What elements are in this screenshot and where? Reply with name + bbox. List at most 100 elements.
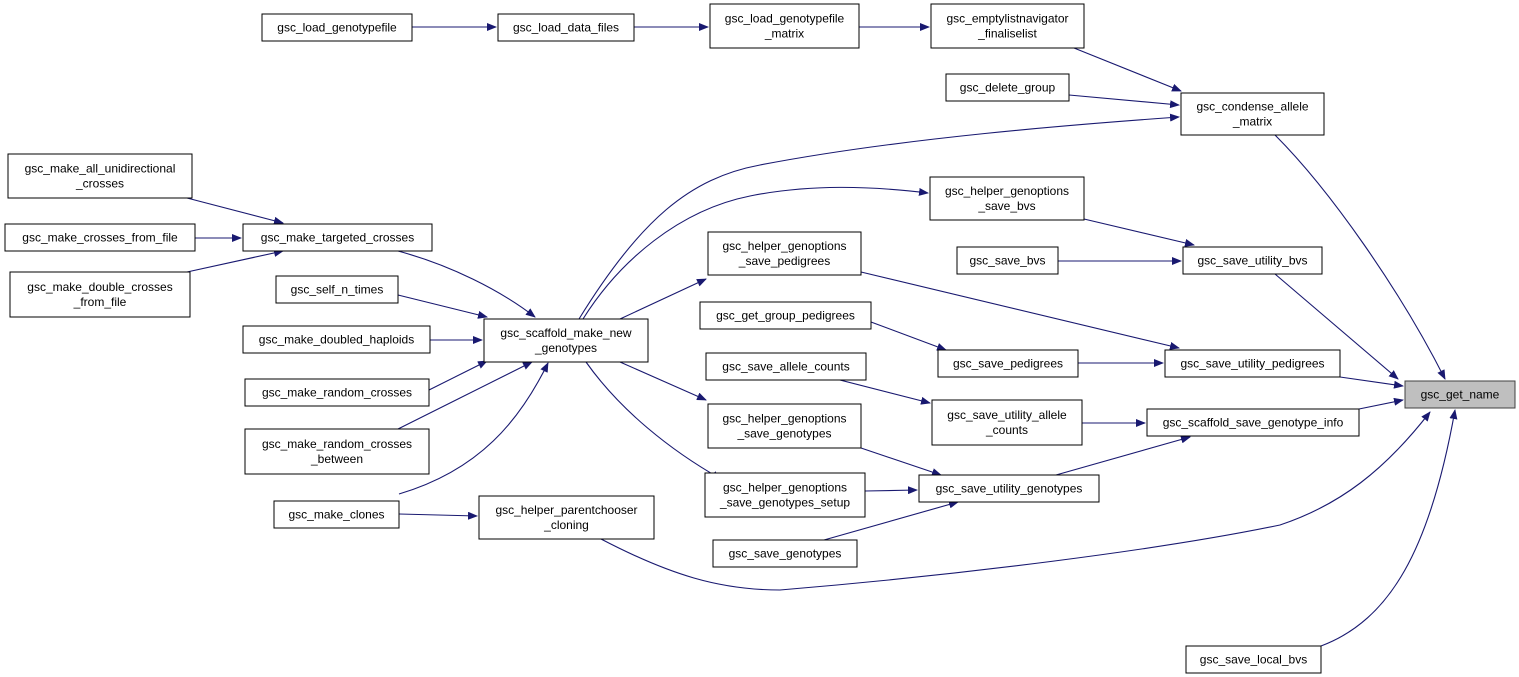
- edge-n4-to-n6: [1073, 47, 1182, 92]
- node-gsc-get-group-pedigrees[interactable]: gsc_get_group_pedigrees: [699, 301, 872, 330]
- node-label-line: _save_genotypes_setup: [719, 496, 850, 510]
- node-box: [275, 275, 399, 304]
- node-label-line: gsc_scaffold_save_genotype_info: [1163, 416, 1344, 430]
- edge-n15-to-n17: [397, 294, 488, 319]
- node-label-line: gsc_make_targeted_crosses: [261, 231, 414, 245]
- node-gsc-make-random-crosses-between[interactable]: gsc_make_random_crosses_between: [244, 428, 430, 475]
- node-gsc-save-pedigrees[interactable]: gsc_save_pedigrees: [937, 349, 1079, 378]
- node-label-line: _genotypes: [534, 341, 597, 355]
- node-label-line: gsc_save_utility_allele: [947, 408, 1067, 422]
- node-gsc-save-genotypes[interactable]: gsc_save_genotypes: [712, 539, 858, 568]
- node-gsc-helper-genoptions-save-bvs[interactable]: gsc_helper_genoptions_save_bvs: [929, 176, 1085, 221]
- edge-n33-to-n23: [1320, 409, 1458, 647]
- node-gsc-helper-genoptions-save-genotypes-setup[interactable]: gsc_helper_genoptions_save_genotypes_set…: [704, 472, 866, 518]
- node-label-line: gsc_delete_group: [960, 81, 1056, 95]
- node-label-line: _finaliselist: [977, 27, 1037, 41]
- edges: [186, 23, 1458, 647]
- edge-n14-to-n23: [1274, 273, 1399, 380]
- edge-n7-to-n9: [186, 197, 284, 225]
- edge-n28-to-n29: [864, 486, 918, 495]
- node-gsc-condense-allele-matrix[interactable]: gsc_condense_allele_matrix: [1180, 92, 1325, 136]
- node-label-line: gsc_save_local_bvs: [1200, 653, 1307, 667]
- node-gsc-scaffold-make-new-genotypes[interactable]: gsc_scaffold_make_new_genotypes: [483, 318, 649, 363]
- node-gsc-delete-group[interactable]: gsc_delete_group: [945, 73, 1070, 102]
- node-gsc-make-doubled-haploids[interactable]: gsc_make_doubled_haploids: [242, 325, 431, 354]
- edge-n17-to-n11: [582, 186, 929, 320]
- node-label-line: gsc_make_double_crosses: [27, 280, 172, 294]
- node-label-line: _save_genotypes: [736, 427, 831, 441]
- node-gsc-save-allele-counts[interactable]: gsc_save_allele_counts: [705, 352, 867, 381]
- node-gsc-scaffold-save-genotype-info[interactable]: gsc_scaffold_save_genotype_info: [1146, 408, 1360, 437]
- node-gsc-make-clones[interactable]: gsc_make_clones: [273, 500, 400, 529]
- edge-n30-to-n17: [398, 362, 549, 495]
- node-label-line: gsc_make_random_crosses: [262, 386, 412, 400]
- node-box: [7, 153, 193, 199]
- node-gsc-make-crosses-from-file[interactable]: gsc_make_crosses_from_file: [4, 223, 196, 252]
- node-box: [1164, 349, 1341, 378]
- node-label-line: _crosses: [75, 177, 124, 191]
- node-label-line: gsc_emptylistnavigator: [946, 12, 1068, 26]
- node-label-line: _counts: [985, 423, 1028, 437]
- edge-n27-to-n17: [397, 361, 533, 430]
- node-label-line: gsc_save_genotypes: [729, 547, 842, 561]
- edge-n21-to-n25: [835, 378, 931, 405]
- node-gsc-helper-genoptions-save-pedigrees[interactable]: gsc_helper_genoptions_save_pedigrees: [707, 231, 862, 276]
- edge-n30-to-n31: [398, 511, 478, 520]
- node-box: [1182, 246, 1323, 275]
- node-box: [929, 176, 1085, 221]
- node-gsc-make-double-crosses-from-file[interactable]: gsc_make_double_crosses_from_file: [9, 271, 191, 318]
- node-label-line: _save_bvs: [977, 199, 1035, 213]
- node-box: [4, 223, 196, 252]
- node-gsc-save-utility-pedigrees[interactable]: gsc_save_utility_pedigrees: [1164, 349, 1341, 378]
- node-box: [931, 399, 1083, 446]
- node-label-line: gsc_save_utility_pedigrees: [1180, 357, 1324, 371]
- node-gsc-save-utility-bvs[interactable]: gsc_save_utility_bvs: [1182, 246, 1323, 275]
- node-gsc-save-local-bvs[interactable]: gsc_save_local_bvs: [1185, 645, 1322, 674]
- node-box: [707, 403, 862, 449]
- node-label-line: gsc_helper_parentchooser: [495, 503, 637, 517]
- node-box: [1185, 645, 1322, 674]
- node-gsc-save-bvs[interactable]: gsc_save_bvs: [956, 246, 1059, 275]
- node-label-line: gsc_save_bvs: [969, 254, 1045, 268]
- node-gsc-make-targeted-crosses[interactable]: gsc_make_targeted_crosses: [242, 223, 433, 252]
- node-label-line: gsc_make_clones: [288, 508, 384, 522]
- node-box: [497, 13, 635, 42]
- node-label-line: gsc_helper_genoptions: [723, 481, 847, 495]
- node-gsc-save-utility-genotypes[interactable]: gsc_save_utility_genotypes: [918, 474, 1100, 503]
- node-gsc-make-all-unidirectional-crosses[interactable]: gsc_make_all_unidirectional_crosses: [7, 153, 193, 199]
- edge-n6-to-n23: [1274, 134, 1446, 380]
- node-box: [918, 474, 1100, 503]
- edge-n20-to-n23: [1339, 376, 1404, 389]
- node-label-line: gsc_make_random_crosses: [262, 437, 412, 451]
- node-box: [704, 472, 866, 518]
- node-label-line: gsc_condense_allele: [1196, 100, 1308, 114]
- node-label-line: gsc_make_crosses_from_file: [22, 231, 178, 245]
- edge-n17-to-n26: [619, 361, 707, 401]
- node-gsc-make-random-crosses[interactable]: gsc_make_random_crosses: [244, 378, 430, 407]
- node-gsc-load-genotypefile[interactable]: gsc_load_genotypefile: [261, 13, 413, 42]
- edge-n22-to-n17: [428, 360, 488, 391]
- node-gsc-helper-parentchooser-cloning[interactable]: gsc_helper_parentchooser_cloning: [478, 495, 655, 540]
- node-box: [483, 318, 649, 363]
- node-box: [9, 271, 191, 318]
- node-box: [261, 13, 413, 42]
- node-box: [478, 495, 655, 540]
- edge-n24-to-n23: [1358, 397, 1404, 410]
- node-gsc-emptylistnavigator-finaliselist[interactable]: gsc_emptylistnavigator_finaliselist: [930, 3, 1085, 49]
- node-label-line: gsc_helper_genoptions: [945, 184, 1069, 198]
- edge-n10-to-n9: [186, 249, 284, 273]
- node-gsc-get-name[interactable]: gsc_get_name: [1404, 380, 1516, 409]
- edge-n5-to-n6: [1068, 94, 1180, 109]
- edge-n29-to-n24: [1055, 435, 1191, 476]
- node-label-line: gsc_save_allele_counts: [722, 360, 849, 374]
- node-box: [244, 378, 430, 407]
- node-gsc-load-data-files[interactable]: gsc_load_data_files: [497, 13, 635, 42]
- node-gsc-self-n-times[interactable]: gsc_self_n_times: [275, 275, 399, 304]
- node-label-line: gsc_self_n_times: [291, 283, 384, 297]
- node-label-line: _between: [310, 452, 363, 466]
- node-label-line: gsc_scaffold_make_new: [500, 326, 632, 340]
- node-gsc-helper-genoptions-save-genotypes[interactable]: gsc_helper_genoptions_save_genotypes: [707, 403, 862, 449]
- node-gsc-load-genotypefile-matrix[interactable]: gsc_load_genotypefile_matrix: [709, 3, 860, 49]
- node-gsc-save-utility-allele-counts[interactable]: gsc_save_utility_allele_counts: [931, 399, 1083, 446]
- node-label-line: gsc_load_data_files: [513, 21, 619, 35]
